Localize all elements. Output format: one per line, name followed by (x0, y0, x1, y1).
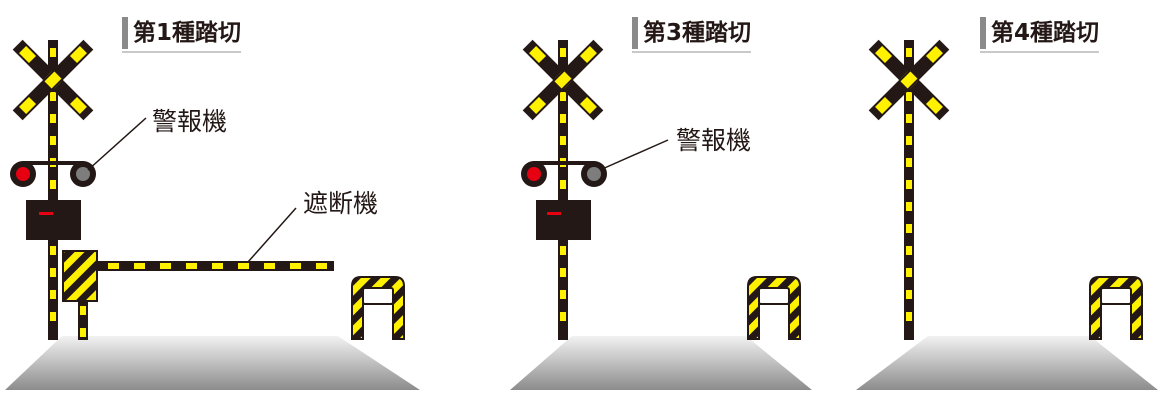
signal-leader-line (599, 139, 669, 171)
pole-stripe (560, 290, 566, 299)
crossbuck-stripe (529, 46, 547, 64)
crossbuck-stripe (19, 96, 37, 114)
arm-stripe (108, 263, 119, 269)
pole-stripe (50, 180, 56, 189)
pole-stripe (560, 136, 566, 145)
bollard-window (1100, 287, 1132, 305)
signal-leader-line (87, 117, 147, 171)
barrier-base-leg (78, 300, 88, 340)
pole-stripe (50, 92, 56, 101)
arm-stripe (264, 263, 275, 269)
panel-1 (5, 39, 420, 390)
pole-stripe (560, 92, 566, 101)
pole-stripe (50, 48, 56, 57)
pole-stripe (906, 158, 912, 167)
bollard (1089, 276, 1143, 340)
pole-stripe (50, 268, 56, 277)
arm-stripe (160, 263, 171, 269)
crossing-pole (48, 40, 58, 340)
pole-stripe (906, 246, 912, 255)
crossbuck-stripe (529, 96, 547, 114)
crossbuck-stripe (900, 71, 918, 89)
road (856, 336, 1158, 390)
crossing-pole (904, 40, 914, 340)
road (5, 336, 420, 390)
pole-stripe (906, 48, 912, 57)
pole-stripe (906, 312, 912, 321)
crossbuck-stripe (875, 46, 893, 64)
pole-stripe (80, 328, 86, 337)
crossbuck-stripe (925, 96, 943, 114)
arm-stripe (290, 263, 301, 269)
pole-stripe (906, 224, 912, 233)
crossbuck-stripe (875, 96, 893, 114)
pole-stripe (50, 136, 56, 145)
crossbuck-stripe (69, 46, 87, 64)
pole-stripe (50, 290, 56, 299)
panel-1-signal-label: 警報機 (152, 107, 228, 136)
pole-stripe (560, 180, 566, 189)
barrier-machine (62, 250, 98, 302)
crossbuck-stripe (925, 46, 943, 64)
bollard-window (758, 287, 790, 305)
pole-stripe (80, 306, 86, 315)
bollard-frame (747, 276, 801, 340)
pole-stripe (560, 114, 566, 123)
pole-stripe (906, 202, 912, 211)
bollard-frame (351, 276, 405, 340)
crossing-pole (558, 40, 568, 340)
arm-stripe (186, 263, 197, 269)
panel-2-signal-label: 警報機 (676, 126, 752, 155)
pole-stripe (906, 114, 912, 123)
pole-stripe (560, 48, 566, 57)
crossbuck-stripe (69, 96, 87, 114)
pole-stripe (560, 246, 566, 255)
arm-stripe (316, 263, 327, 269)
barrier-arm-stripes (108, 263, 327, 269)
pole-stripe (560, 268, 566, 277)
direction-indicator (26, 200, 81, 240)
panel-1-title: 第1種踏切 (122, 14, 242, 53)
crossbuck-stripe (554, 71, 572, 89)
panel-3 (856, 39, 1158, 390)
crossbuck-sign (12, 39, 94, 121)
pole-stripe (50, 114, 56, 123)
direction-indicator (536, 200, 591, 240)
pole-stripe (906, 268, 912, 277)
pole-stripe (906, 180, 912, 189)
arm-stripe (238, 263, 249, 269)
barrier-leader-line (247, 207, 297, 263)
panel-1-barrier-label: 遮断機 (303, 189, 379, 218)
arm-stripe (212, 263, 223, 269)
pole-stripe (906, 136, 912, 145)
panel-2-title: 第3種踏切 (632, 14, 752, 53)
pole-stripe (906, 92, 912, 101)
bollard (351, 276, 405, 340)
panel-2 (510, 39, 812, 390)
bollard-frame (1089, 276, 1143, 340)
panel-3-title: 第4種踏切 (980, 14, 1100, 53)
signal-arm (22, 161, 84, 165)
crossbuck-sign (522, 39, 604, 121)
pole-stripe (50, 312, 56, 321)
pole-stripe (906, 290, 912, 299)
leg-stripes (80, 306, 86, 337)
pole-stripe (560, 312, 566, 321)
crossbuck-stripe (19, 46, 37, 64)
crossbuck-sign (868, 39, 950, 121)
signal-arm (533, 161, 595, 165)
bollard-window (362, 287, 394, 305)
bollard (747, 276, 801, 340)
crossbuck-stripe (44, 71, 62, 89)
arm-stripe (134, 263, 145, 269)
pole-stripe (50, 246, 56, 255)
road (510, 336, 812, 390)
crossbuck-stripe (579, 96, 597, 114)
crossbuck-stripe (579, 46, 597, 64)
